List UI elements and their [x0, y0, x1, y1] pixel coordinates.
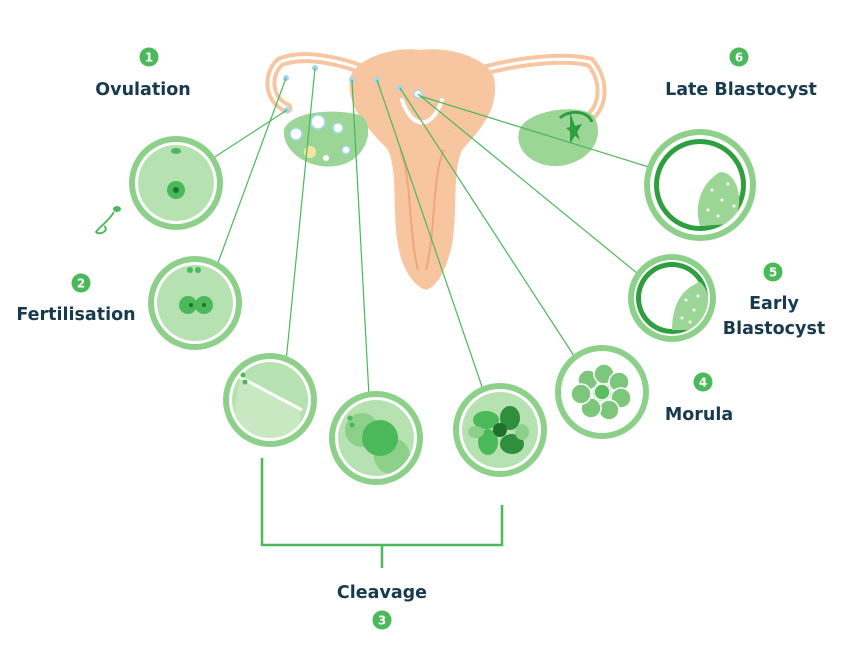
early-blastocyst-cell	[628, 254, 716, 342]
pointer-lines	[186, 67, 653, 416]
stage-3-marker: Cleavage 3	[337, 583, 427, 630]
stage-1-badge	[139, 47, 159, 67]
stage-5-label-line1: Early	[749, 294, 799, 314]
ovulation-cell	[129, 136, 223, 230]
cleavage-cell-4	[329, 391, 423, 485]
cleavage-cell-8	[453, 383, 547, 477]
stage-3-number: 3	[378, 614, 386, 628]
stage-1-marker: 1 Ovulation	[95, 47, 191, 100]
stage-5-badge	[763, 262, 783, 282]
stage-4-badge	[693, 372, 713, 392]
stage-2-badge	[71, 273, 91, 293]
stage-4-number: 4	[699, 376, 707, 390]
stage-3-badge	[372, 610, 392, 630]
fallopian-tube-left	[265, 52, 394, 114]
sperm-icon	[94, 206, 121, 235]
stage-2-number: 2	[77, 277, 85, 291]
uterus-body	[349, 49, 496, 290]
stage-5-marker: 5 Early Blastocyst	[723, 262, 826, 339]
morula-cell	[555, 345, 649, 439]
fimbriae-right	[566, 112, 582, 144]
stage-4-marker: 4 Morula	[665, 372, 733, 425]
stage-3-label: Cleavage	[337, 583, 427, 603]
stage-2-marker: 2 Fertilisation	[16, 273, 136, 325]
fallopian-tube-right	[449, 53, 607, 124]
stage-1-label: Ovulation	[95, 80, 190, 100]
stage-4-label: Morula	[665, 405, 733, 425]
stage-6-marker: 6 Late Blastocyst	[665, 47, 817, 100]
late-blastocyst-cell	[644, 129, 756, 241]
fertilisation-cell	[148, 256, 242, 350]
stage-1-number: 1	[145, 51, 153, 65]
stage-6-number: 6	[735, 51, 743, 65]
cleavage-cell-2	[223, 353, 317, 447]
stage-5-label-line2: Blastocyst	[723, 319, 826, 339]
ovary-right	[518, 109, 599, 167]
stage-6-badge	[729, 47, 749, 67]
cleavage-bracket	[260, 458, 504, 568]
stage-5-number: 5	[769, 266, 777, 280]
stage-6-label: Late Blastocyst	[665, 80, 817, 100]
stage-2-label: Fertilisation	[16, 305, 135, 325]
